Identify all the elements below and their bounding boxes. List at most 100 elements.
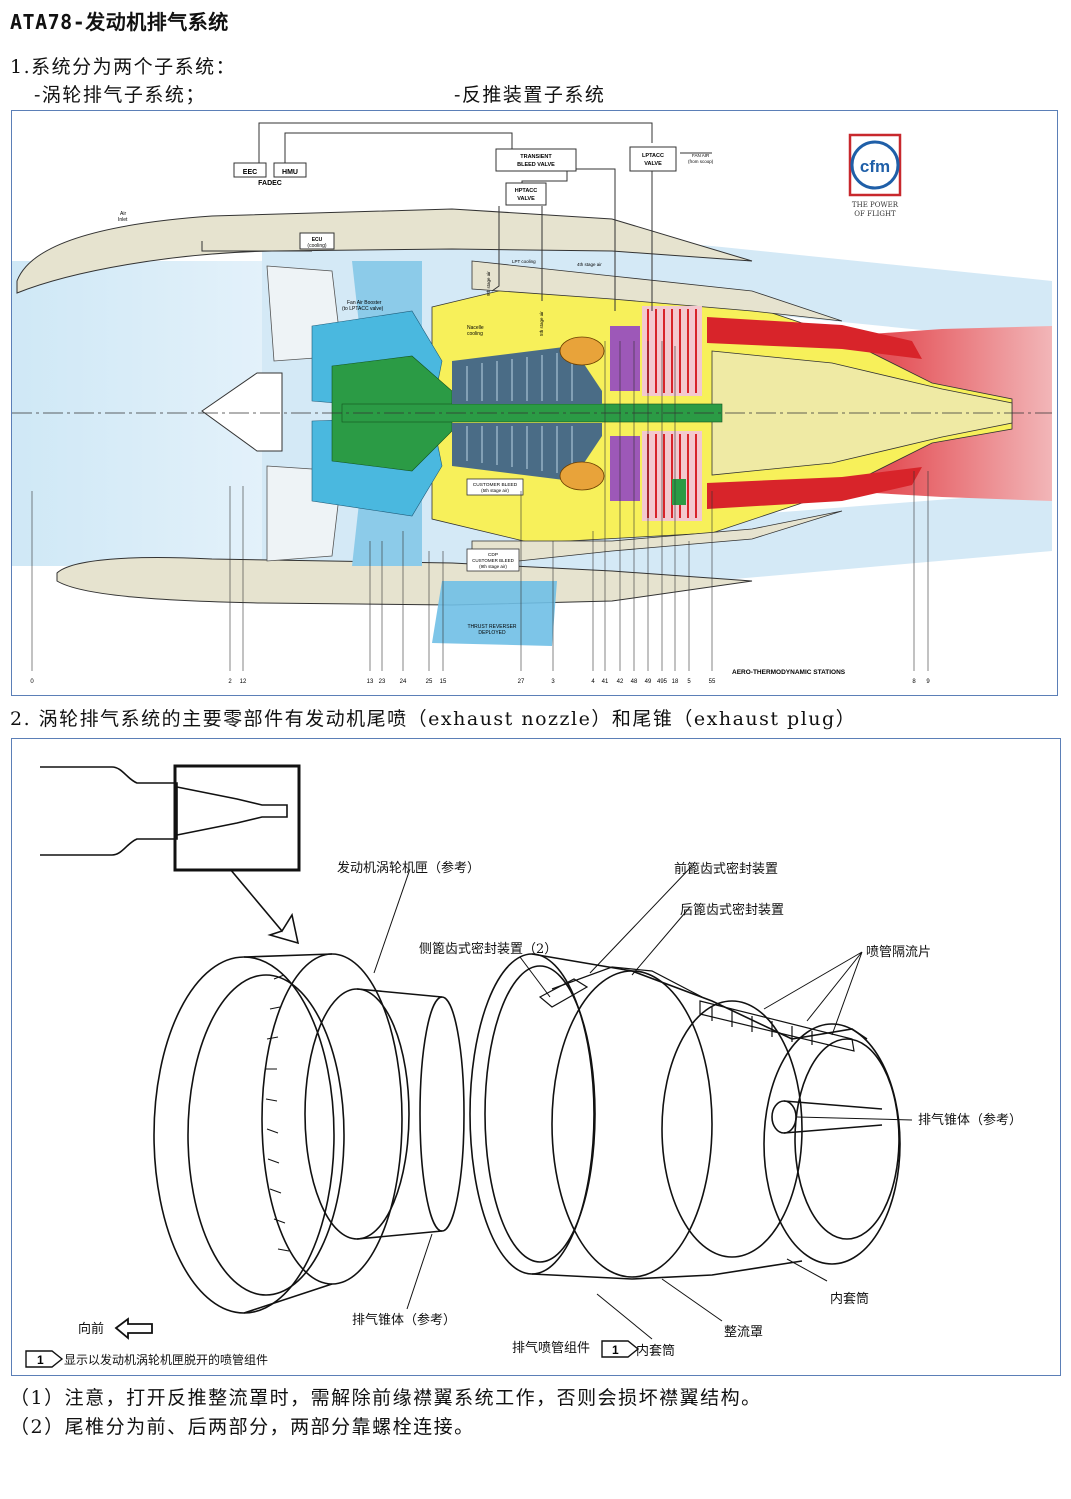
ecu-label-1: ECU (312, 237, 323, 243)
cfm-tagline-2: OF FLIGHT (854, 210, 896, 218)
station-label-9: 9 (926, 679, 930, 685)
label-fairing: 整流罩 (724, 1325, 763, 1340)
station-label-55: 55 (709, 679, 716, 685)
note-flag-number: 1 (37, 1353, 44, 1367)
fan-air-label-1: FAN AIR (692, 153, 710, 158)
station-label-18: 18 (672, 679, 679, 685)
station-label-2: 2 (228, 679, 232, 685)
label-front-seal: 前篦齿式密封装置 (674, 861, 778, 877)
stage5-air-label: 5th stage air (539, 311, 544, 336)
leader-lines (373, 865, 913, 1340)
hptacc-label-2: VALVE (517, 196, 535, 202)
label-side-seal: 侧篦齿式密封装置（2） (419, 941, 557, 957)
fan-air-label-2: (from scoop) (688, 159, 714, 164)
primary-nozzle-upper (707, 317, 922, 359)
forward-arrow-icon (114, 1317, 153, 1340)
nacelle-cooling-label-2: cooling (467, 331, 483, 337)
engine-cross-section-diagram: EEC HMU FADEC TRANSIENT BLEED VALVE HPTA… (12, 122, 1052, 685)
nacelle-cooling-label-1: Nacelle (467, 325, 484, 331)
station-label-3: 3 (551, 679, 555, 685)
station-label-8: 8 (912, 679, 916, 685)
lptacc-label-2: VALVE (644, 161, 662, 167)
cdp-label-1: CDP (488, 552, 498, 558)
thrust-reverser-label-1: THRUST REVERSER (467, 624, 516, 630)
label-assembly: 排气喷管组件 (512, 1340, 590, 1356)
lptacc-valve-box (629, 146, 677, 172)
station-label-48: 48 (631, 679, 638, 685)
note-1: （1）注意，打开反推整流罩时，需解除前缘襟翼系统工作，否则会损坏襟翼结构。 (10, 1387, 762, 1409)
fadec-label: FADEC (258, 180, 282, 187)
hmu-box (273, 162, 307, 178)
turbine-case (153, 953, 465, 1314)
engine-cross-section-figure: EEC HMU FADEC TRANSIENT BLEED VALVE HPTA… (11, 110, 1058, 696)
station-label-23: 23 (379, 679, 386, 685)
note-flag-bottom-left: 1 (25, 1350, 64, 1368)
station-label-27: 27 (518, 679, 525, 685)
primary-nozzle-lower (707, 467, 922, 509)
station-label-495: 495 (657, 679, 668, 685)
item-2-text: 2. 涡轮排气系统的主要零部件有发动机尾喷（exhaust nozzle）和尾锥… (10, 708, 857, 730)
stage4-air-label: 4th stage air (577, 262, 602, 267)
customer-bleed-label-1: CUSTOMER BLEED (473, 482, 518, 488)
stations-title: AERO-THERMODYNAMIC STATIONS (732, 669, 846, 676)
hmu-label: HMU (282, 169, 298, 176)
label-turbine-case: 发动机涡轮机匣（参考） (337, 860, 480, 876)
label-rear-seal: 后篦齿式密封装置 (680, 902, 784, 918)
nacelle-upper (16, 208, 753, 294)
station-label-0: 0 (30, 679, 34, 685)
assembly-flag-number: 1 (612, 1343, 619, 1357)
item-1-text: 1.系统分为两个子系统： (10, 56, 237, 78)
stage9-air-label: 9th stage air (486, 271, 491, 296)
lp-turbine-upper (642, 306, 702, 396)
hp-compressor-stages (466, 353, 573, 473)
inlet-airflow (12, 261, 262, 566)
station-label-12: 12 (240, 679, 247, 685)
subsystem-turbine-exhaust: -涡轮排气子系统； (34, 84, 206, 106)
turbine-frame-green (672, 479, 686, 505)
hp-turbine-upper (610, 326, 640, 391)
fan-air-booster-label-1: Fan Air Booster (347, 300, 382, 306)
station-label-15: 15 (440, 679, 447, 685)
station-label-24: 24 (400, 679, 407, 685)
nozzle-baffles (538, 966, 855, 1052)
customer-bleed-box (466, 478, 524, 496)
exhaust-nozzle-figure: 发动机涡轮机匣（参考） 前篦齿式密封装置 后篦齿式密封装置 侧篦齿式密封装置（2… (11, 738, 1061, 1376)
cfm-logo-frame (848, 133, 902, 197)
note-flag-assembly: 1 (601, 1340, 640, 1358)
inset-engine-outline (40, 766, 288, 856)
station-label-4: 4 (591, 679, 595, 685)
fadec-box: EEC HMU FADEC (233, 162, 307, 187)
transient-bleed-valve-box (495, 148, 577, 172)
station-label-41: 41 (602, 679, 609, 685)
fan-air-booster-label-2: (to LPTACC valve) (342, 306, 384, 312)
case-flange-teeth (265, 974, 290, 1252)
label-plug-ref-right: 排气锥体（参考） (918, 1112, 1022, 1128)
hptacc-valve-box (505, 182, 547, 206)
tbv-label-2: BLEED VALVE (517, 162, 555, 168)
ecu-box (299, 232, 335, 250)
exhaust-nozzle-diagram: 发动机涡轮机匣（参考） 前篦齿式密封装置 后篦齿式密封装置 侧篦齿式密封装置（2… (25, 764, 1022, 1368)
exhaust-nozzle-assembly (469, 953, 901, 1280)
customer-bleed-label-2: (5th stage air) (481, 488, 509, 493)
thrust-reverser-flow (432, 581, 557, 646)
cfm-logo-ring (850, 140, 900, 190)
lp-turbine-lower (642, 431, 702, 521)
bypass-airflow (262, 226, 1052, 601)
cdp-label-3: (9th stage air) (479, 564, 507, 569)
cdp-bleed-box (466, 548, 520, 572)
station-label-5: 5 (687, 679, 691, 685)
ecu-label-2: (cooling) (307, 243, 327, 249)
lpt-cooling-label: LPT cooling (512, 259, 536, 264)
subsystem-thrust-reverser: -反推装置子系统 (454, 84, 606, 106)
inset-highlight-box (173, 764, 301, 872)
label-inner-sleeve-bottom: 内套筒 (636, 1343, 675, 1359)
station-label-25: 25 (426, 679, 433, 685)
spinner (201, 372, 283, 452)
station-label-49: 49 (645, 679, 652, 685)
air-inlet-label-2: Inlet (118, 217, 128, 223)
tbv-label-1: TRANSIENT (520, 154, 552, 160)
inset-pointer-arrow (229, 868, 300, 945)
station-label-42: 42 (617, 679, 624, 685)
air-inlet-label-1: Air (120, 211, 126, 217)
